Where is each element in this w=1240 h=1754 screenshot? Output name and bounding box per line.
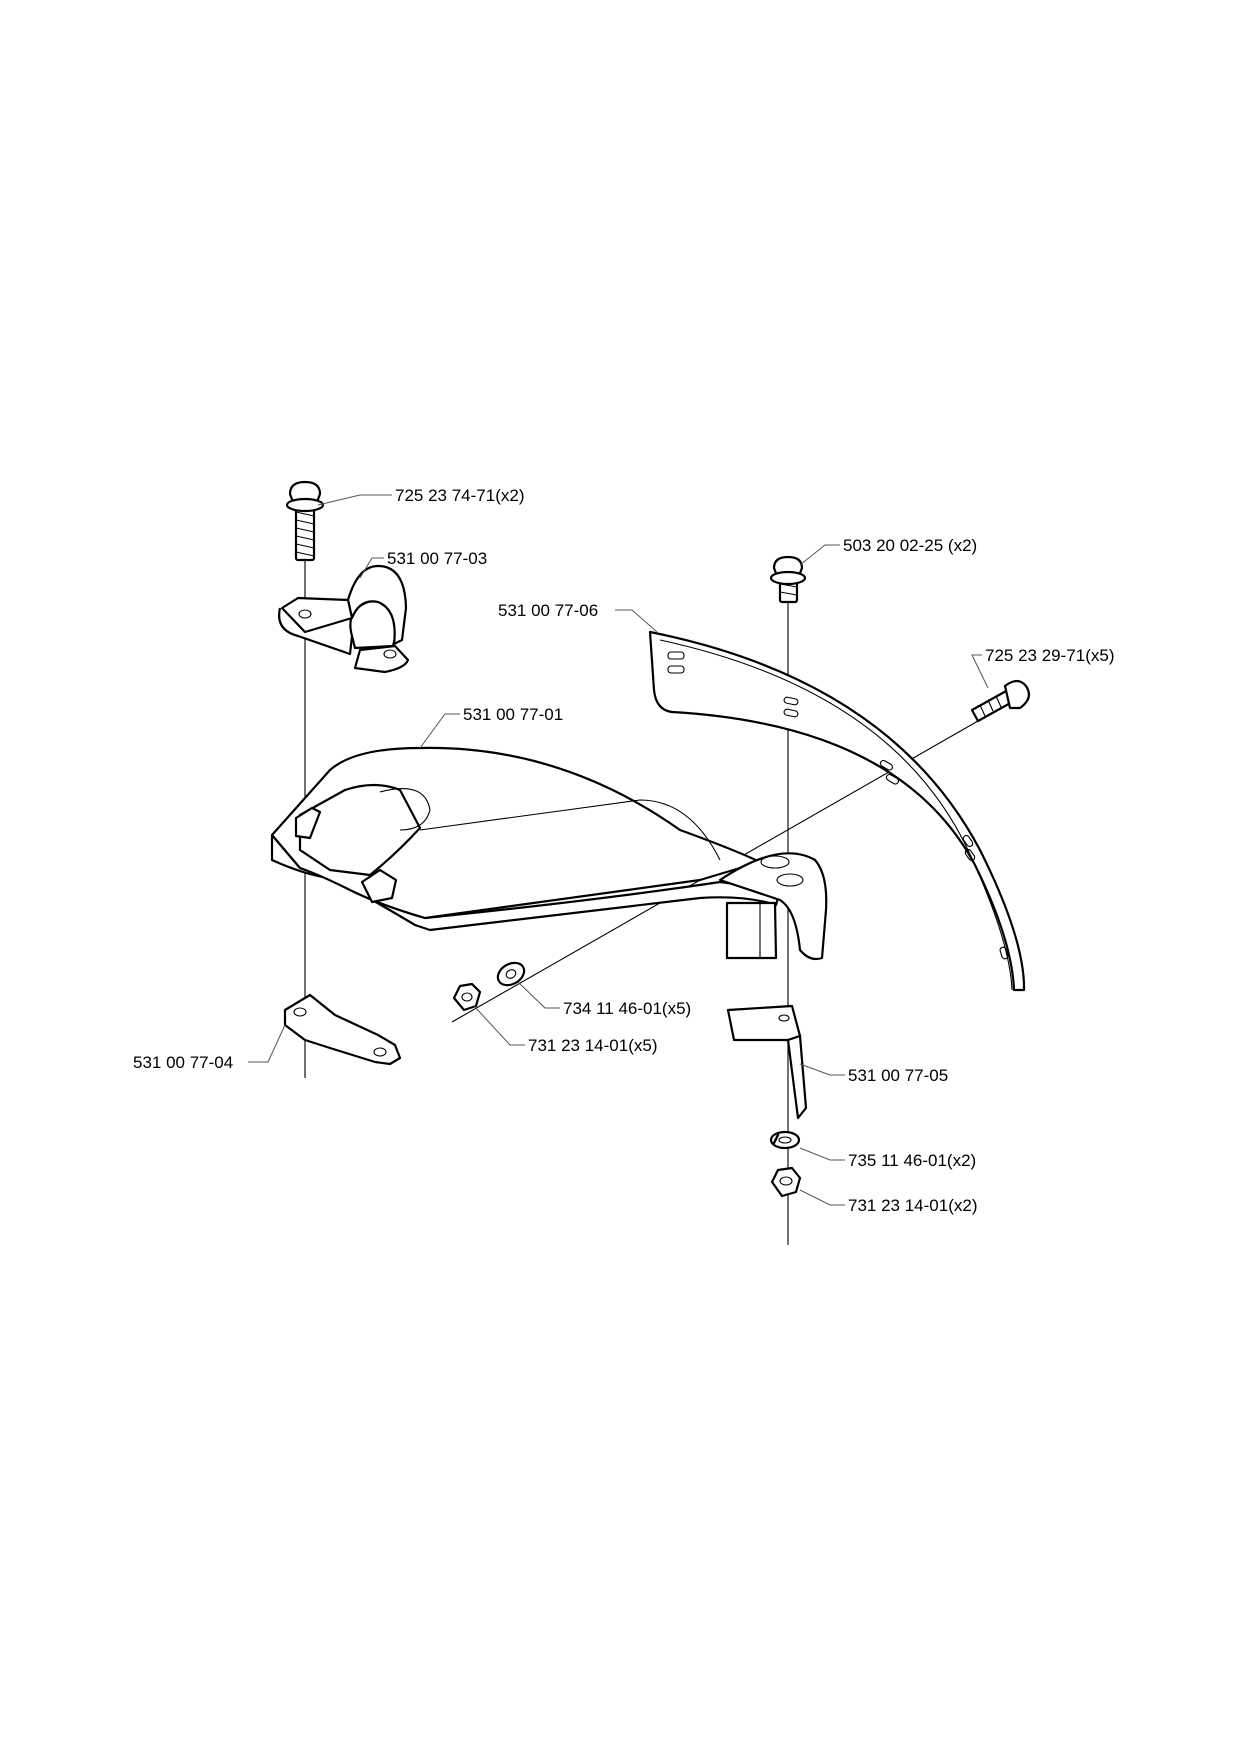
leader-bracket (799, 1063, 845, 1076)
blade-guard (648, 630, 1026, 992)
leader-nut-left (473, 1005, 525, 1046)
clamp-bottom (283, 993, 402, 1066)
nut-left (452, 982, 482, 1012)
label-bolt-top-right: 503 20 02-25 (x2) (843, 536, 977, 555)
clamp-top (278, 564, 410, 674)
leader-guard-body (419, 713, 460, 749)
label-spring-washer: 735 11 46-01(x2) (848, 1151, 976, 1170)
nut-right (770, 1166, 802, 1198)
washer (496, 961, 526, 987)
label-nut-left: 731 23 14-01(x5) (528, 1036, 657, 1055)
leader-bolt-side (971, 654, 989, 689)
label-clamp-bottom: 531 00 77-04 (133, 1053, 233, 1072)
label-blade-guard: 531 00 77-06 (498, 601, 598, 620)
bolt-top-right (769, 555, 807, 604)
bolt-top-left (285, 480, 325, 562)
leader-washer (517, 981, 560, 1009)
spring-washer (769, 1130, 801, 1150)
label-bolt-top-left: 725 23 74-71(x2) (395, 486, 524, 505)
label-washer: 734 11 46-01(x5) (563, 999, 691, 1018)
leader-blade-guard (615, 609, 658, 633)
bracket (726, 1004, 808, 1120)
label-bolt-side: 725 23 29-71(x5) (985, 646, 1114, 665)
leader-clamp-top (359, 557, 384, 579)
leader-bolt-top-right (799, 544, 840, 566)
leader-clamp-bottom (248, 1024, 286, 1063)
label-bracket: 531 00 77-05 (848, 1066, 948, 1085)
label-nut-right: 731 23 14-01(x2) (848, 1196, 977, 1215)
leader-spring-washer (799, 1147, 845, 1161)
label-guard-body: 531 00 77-01 (463, 705, 563, 724)
bolt-side (970, 679, 1031, 723)
label-clamp-top: 531 00 77-03 (387, 549, 487, 568)
guard-body (270, 746, 828, 961)
leader-bolt-top-left (317, 494, 392, 506)
leader-nut-right (799, 1189, 845, 1206)
